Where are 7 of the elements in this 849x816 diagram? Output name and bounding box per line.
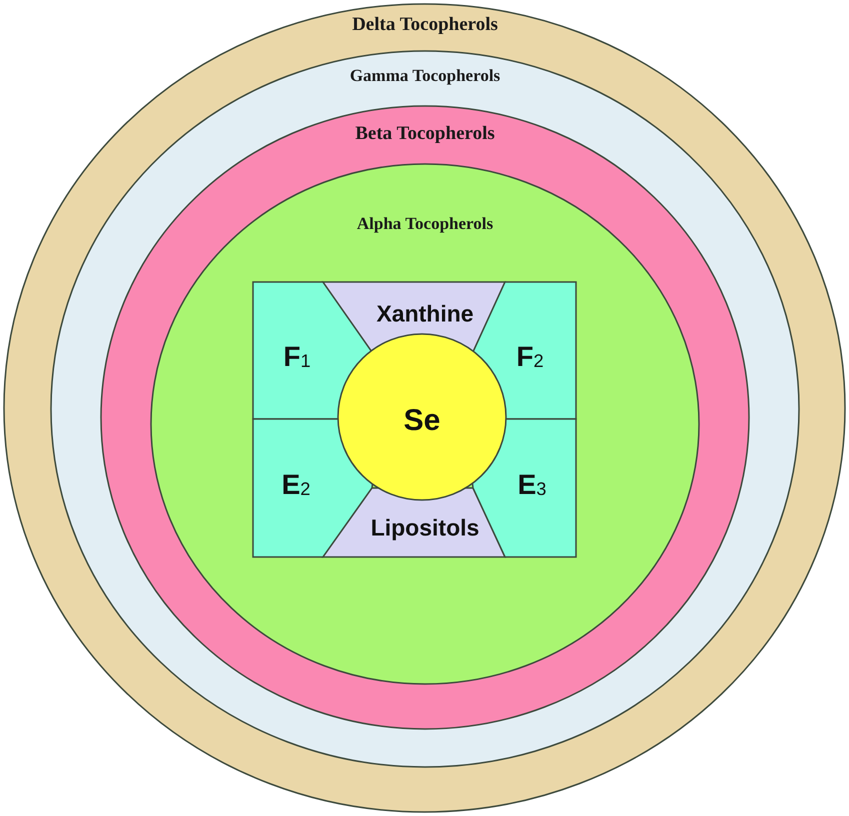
region-label: Xanthine xyxy=(376,300,474,328)
ring-label: Beta Tocopherols xyxy=(355,123,495,145)
region-label: Se xyxy=(404,404,440,438)
region-label: Lipositols xyxy=(370,514,480,542)
ring-label: Gamma Tocopherols xyxy=(350,66,500,86)
ring-label: Alpha Tocopherols xyxy=(356,214,494,234)
ring-label: Delta Tocopherols xyxy=(352,14,498,36)
